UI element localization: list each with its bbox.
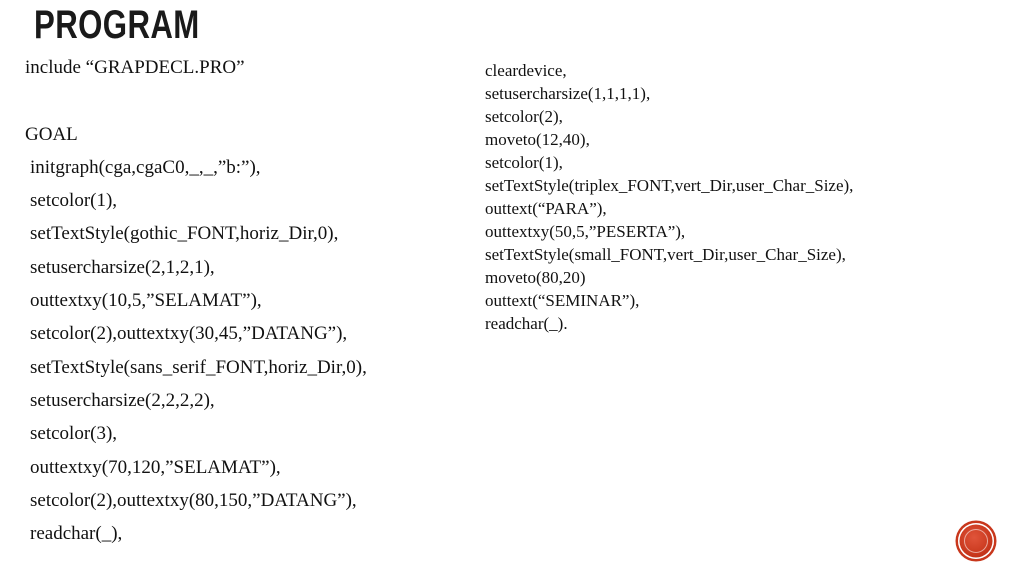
code-line: setusercharsize(2,1,2,1), — [30, 256, 215, 278]
code-line: setusercharsize(2,2,2,2), — [30, 389, 215, 411]
code-line: outtextxy(70,120,”SELAMAT”), — [30, 456, 281, 478]
badge-ring-icon — [964, 529, 988, 553]
code-line: outtext(“SEMINAR”), — [485, 291, 640, 310]
code-line: setcolor(2),outtextxy(80,150,”DATANG”), — [30, 489, 357, 511]
code-line: setTextStyle(small_FONT,vert_Dir,user_Ch… — [485, 245, 846, 264]
code-line: readchar(_). — [485, 314, 568, 333]
code-line: moveto(12,40), — [485, 130, 590, 149]
blank-line — [25, 90, 475, 123]
code-line: outtextxy(50,5,”PESERTA”), — [485, 222, 686, 241]
code-line: readchar(_), — [30, 523, 123, 545]
code-line: initgraph(cga,cgaC0,_,_,”b:”), — [30, 156, 261, 178]
code-line: setcolor(3), — [30, 423, 118, 445]
code-line: setcolor(1), — [30, 190, 118, 212]
code-line: setcolor(2), — [485, 107, 563, 126]
code-line: setTextStyle(gothic_FONT,horiz_Dir,0), — [30, 223, 339, 245]
code-line: setusercharsize(1,1,1,1), — [485, 84, 651, 103]
code-line: moveto(80,20) — [485, 268, 586, 287]
code-line: setcolor(1), — [485, 153, 563, 172]
right-code-column: cleardevice, setusercharsize(1,1,1,1), s… — [485, 60, 1005, 336]
slide-title: PROGRAM — [34, 3, 200, 47]
left-code-column: include “GRAPDECL.PRO” GOAL initgraph(cg… — [25, 57, 475, 556]
slide-number-badge-icon — [958, 523, 994, 559]
code-line: setTextStyle(triplex_FONT,vert_Dir,user_… — [485, 176, 854, 195]
code-line-goal: GOAL — [25, 123, 78, 145]
code-line: setcolor(2),outtextxy(30,45,”DATANG”), — [30, 323, 348, 345]
code-line: setTextStyle(sans_serif_FONT,horiz_Dir,0… — [30, 356, 367, 378]
code-line: outtextxy(10,5,”SELAMAT”), — [30, 290, 262, 312]
code-line: outtext(“PARA”), — [485, 199, 607, 218]
code-line: cleardevice, — [485, 61, 567, 80]
code-line-include: include “GRAPDECL.PRO” — [25, 57, 245, 78]
